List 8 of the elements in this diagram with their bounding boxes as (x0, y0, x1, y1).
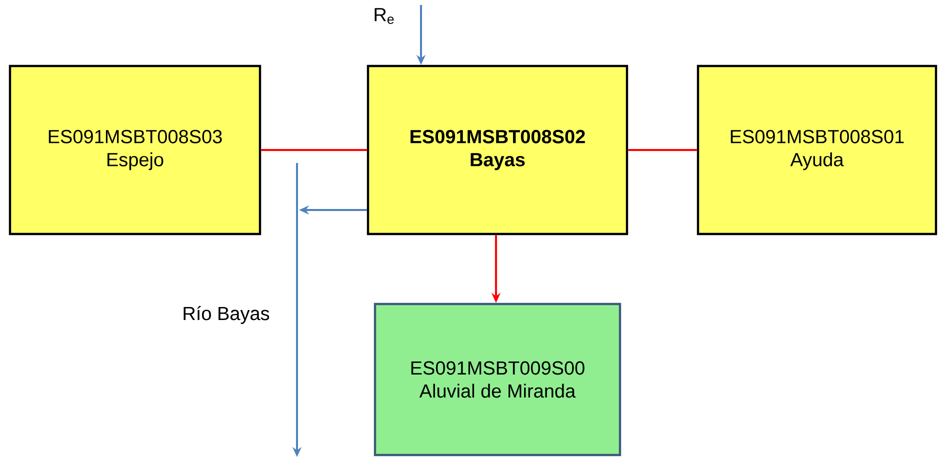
text-label: Río Bayas (184, 306, 270, 324)
water-body-box: ES091MSBT008S01 Ayuda (696, 64, 938, 236)
connector-line (628, 149, 697, 151)
water-body-box: ES091MSBT009S00 Aluvial de Miranda (374, 302, 622, 456)
connector-line (261, 149, 367, 151)
text-label: R$_{e}$ (374, 8, 394, 24)
water-body-box: ES091MSBT008S03 Espejo (8, 64, 262, 236)
water-body-box: ES091MSBT008S02 Bayas (366, 64, 628, 236)
